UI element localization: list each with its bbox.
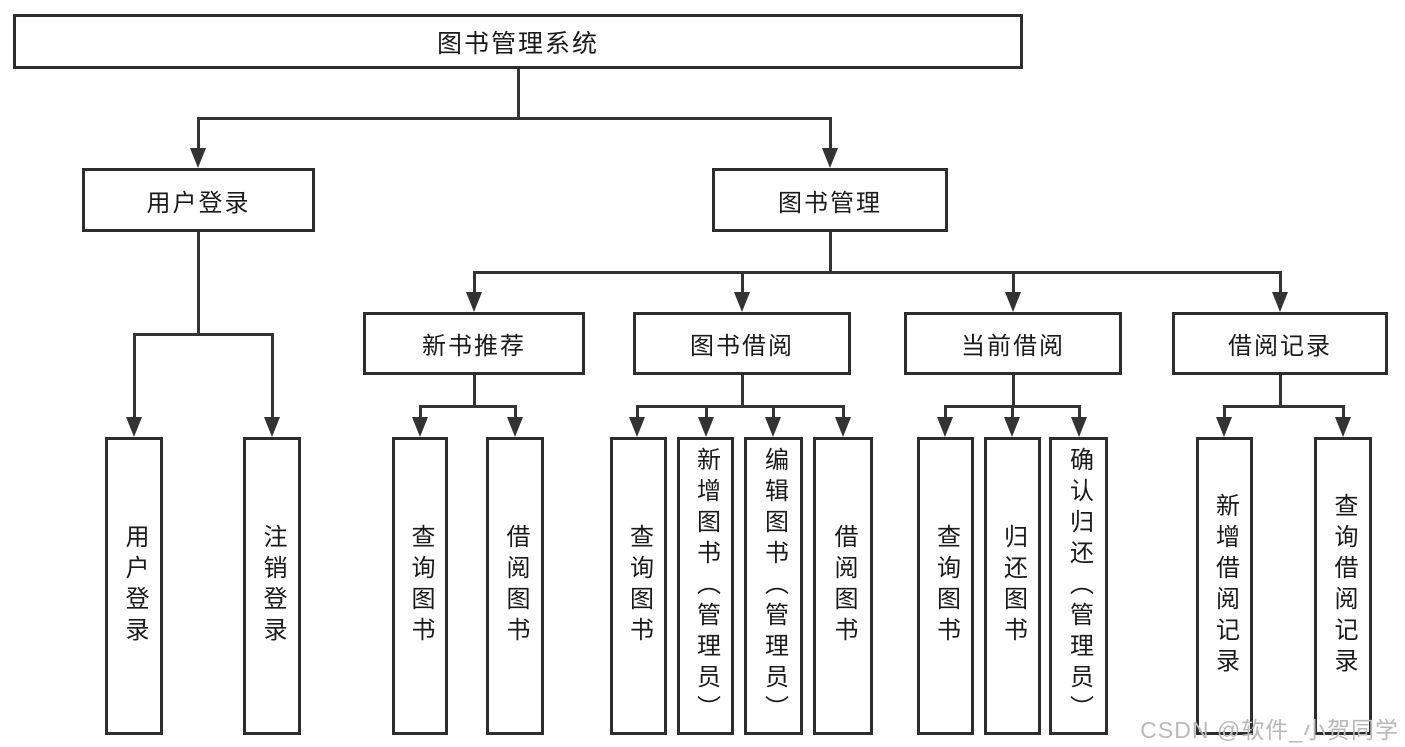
connector-stem-root bbox=[516, 69, 520, 120]
connector-branch-borrowing-records bbox=[1222, 404, 1345, 408]
connector-arrow-stem-book-borrowing bbox=[740, 272, 744, 296]
node-label-leaf-logout: 注销登录 bbox=[259, 524, 286, 648]
node-label-leaf-user-login: 用户登录 bbox=[121, 524, 148, 648]
node-label-new-book-recommend: 新书推荐 bbox=[422, 333, 526, 360]
connector-branch-root bbox=[196, 116, 832, 120]
node-leaf-query-books-borrowing: 查询图书 bbox=[610, 437, 667, 735]
connector-arrow-stem-book-management bbox=[828, 118, 832, 152]
connector-stem-book-borrowing bbox=[740, 375, 744, 408]
arrowhead-icon-leaf-borrow-books-recommend bbox=[507, 417, 523, 437]
node-label-leaf-confirm-return: 确认归还（管理员） bbox=[1065, 446, 1093, 726]
node-label-book-management: 图书管理 bbox=[778, 189, 882, 217]
connector-stem-borrowing-records bbox=[1278, 375, 1282, 408]
arrowhead-icon-new-book-recommend bbox=[466, 292, 482, 312]
node-leaf-user-login: 用户登录 bbox=[105, 437, 163, 735]
arrowhead-icon-leaf-query-books-borrowing bbox=[629, 417, 645, 437]
node-leaf-edit-books: 编辑图书（管理员） bbox=[744, 437, 803, 735]
connector-arrow-stem-user-login bbox=[196, 118, 200, 152]
node-label-leaf-add-books: 新增图书（管理员） bbox=[692, 446, 720, 726]
connector-arrow-stem-leaf-borrow-books-recommend bbox=[513, 406, 517, 421]
arrowhead-icon-leaf-query-borrow-record bbox=[1335, 417, 1351, 437]
csdn-watermark: CSDN @软件_小贺同学 bbox=[1140, 717, 1399, 743]
arrowhead-icon-book-borrowing bbox=[734, 292, 750, 312]
node-label-leaf-add-borrow-record: 新增借阅记录 bbox=[1211, 493, 1239, 679]
connector-arrow-stem-new-book-recommend bbox=[472, 272, 476, 296]
connector-arrow-stem-borrowing-records bbox=[1278, 272, 1282, 296]
node-leaf-confirm-return: 确认归还（管理员） bbox=[1049, 437, 1108, 735]
node-book-management: 图书管理 bbox=[712, 168, 948, 232]
connector-branch-book-borrowing bbox=[635, 404, 845, 408]
connector-branch-user-login bbox=[132, 332, 274, 336]
node-root: 图书管理系统 bbox=[13, 14, 1023, 69]
node-leaf-add-books: 新增图书（管理员） bbox=[677, 437, 734, 735]
node-label-leaf-query-books-recommend: 查询图书 bbox=[407, 524, 434, 648]
connector-arrow-stem-leaf-return-books bbox=[1010, 406, 1014, 421]
node-leaf-return-books: 归还图书 bbox=[984, 437, 1041, 735]
node-label-root: 图书管理系统 bbox=[436, 29, 599, 58]
arrowhead-icon-borrowing-records bbox=[1272, 292, 1288, 312]
node-leaf-logout: 注销登录 bbox=[243, 437, 301, 735]
arrowhead-icon-leaf-user-login bbox=[126, 417, 142, 437]
arrowhead-icon-current-borrowing bbox=[1005, 292, 1021, 312]
node-label-leaf-borrow-books-borrowing: 借阅图书 bbox=[830, 524, 857, 648]
node-leaf-query-books-recommend: 查询图书 bbox=[392, 437, 448, 735]
node-book-borrowing: 图书借阅 bbox=[633, 312, 851, 375]
connector-arrow-stem-leaf-query-borrow-record bbox=[1341, 406, 1345, 421]
node-label-leaf-edit-books: 编辑图书（管理员） bbox=[760, 446, 788, 726]
connector-branch-new-book-recommend bbox=[418, 404, 517, 408]
arrowhead-icon-leaf-add-books bbox=[698, 417, 714, 437]
node-label-book-borrowing: 图书借阅 bbox=[690, 333, 794, 360]
node-leaf-add-borrow-record: 新增借阅记录 bbox=[1196, 437, 1253, 735]
connector-arrow-stem-leaf-borrow-books-borrowing bbox=[841, 406, 845, 421]
connector-stem-user-login bbox=[196, 232, 200, 336]
node-label-user-login: 用户登录 bbox=[146, 189, 251, 217]
arrowhead-icon-leaf-edit-books bbox=[765, 417, 781, 437]
connector-stem-new-book-recommend bbox=[472, 375, 476, 408]
node-label-leaf-query-books-borrowing: 查询图书 bbox=[625, 524, 653, 648]
connector-stem-book-management bbox=[828, 232, 832, 274]
arrowhead-icon-leaf-confirm-return bbox=[1071, 417, 1087, 437]
connector-arrow-stem-leaf-add-books bbox=[704, 406, 708, 421]
connector-arrow-stem-leaf-query-books-recommend bbox=[418, 406, 422, 421]
connector-arrow-stem-leaf-query-books-current bbox=[943, 406, 947, 421]
connector-arrow-stem-leaf-logout bbox=[270, 334, 274, 421]
node-leaf-query-books-current: 查询图书 bbox=[917, 437, 974, 735]
connector-arrow-stem-leaf-edit-books bbox=[771, 406, 775, 421]
connector-branch-book-management bbox=[472, 270, 1282, 274]
node-label-leaf-return-books: 归还图书 bbox=[999, 524, 1027, 648]
arrowhead-icon-leaf-query-books-recommend bbox=[412, 417, 428, 437]
connector-arrow-stem-leaf-confirm-return bbox=[1077, 406, 1081, 421]
node-leaf-borrow-books-borrowing: 借阅图书 bbox=[813, 437, 873, 735]
node-label-current-borrowing: 当前借阅 bbox=[961, 333, 1065, 360]
arrowhead-icon-leaf-logout bbox=[264, 417, 280, 437]
connector-arrow-stem-current-borrowing bbox=[1011, 272, 1015, 296]
arrowhead-icon-leaf-borrow-books-borrowing bbox=[835, 417, 851, 437]
node-borrowing-records: 借阅记录 bbox=[1172, 312, 1388, 375]
node-leaf-query-borrow-record: 查询借阅记录 bbox=[1314, 437, 1372, 735]
connector-arrow-stem-leaf-query-books-borrowing bbox=[635, 406, 639, 421]
arrowhead-icon-book-management bbox=[822, 148, 838, 168]
arrowhead-icon-leaf-return-books bbox=[1004, 417, 1020, 437]
connector-arrow-stem-leaf-add-borrow-record bbox=[1222, 406, 1226, 421]
arrowhead-icon-leaf-add-borrow-record bbox=[1216, 417, 1232, 437]
connector-stem-current-borrowing bbox=[1011, 375, 1015, 408]
node-label-borrowing-records: 借阅记录 bbox=[1228, 333, 1332, 360]
node-label-leaf-query-books-current: 查询图书 bbox=[932, 524, 960, 648]
node-label-leaf-borrow-books-recommend: 借阅图书 bbox=[502, 524, 529, 648]
node-label-leaf-query-borrow-record: 查询借阅记录 bbox=[1330, 493, 1357, 679]
node-new-book-recommend: 新书推荐 bbox=[363, 312, 585, 375]
arrowhead-icon-user-login bbox=[190, 148, 206, 168]
node-user-login: 用户登录 bbox=[82, 168, 315, 232]
arrowhead-icon-leaf-query-books-current bbox=[937, 417, 953, 437]
connector-arrow-stem-leaf-user-login bbox=[132, 334, 136, 421]
node-leaf-borrow-books-recommend: 借阅图书 bbox=[486, 437, 544, 735]
node-current-borrowing: 当前借阅 bbox=[904, 312, 1122, 375]
